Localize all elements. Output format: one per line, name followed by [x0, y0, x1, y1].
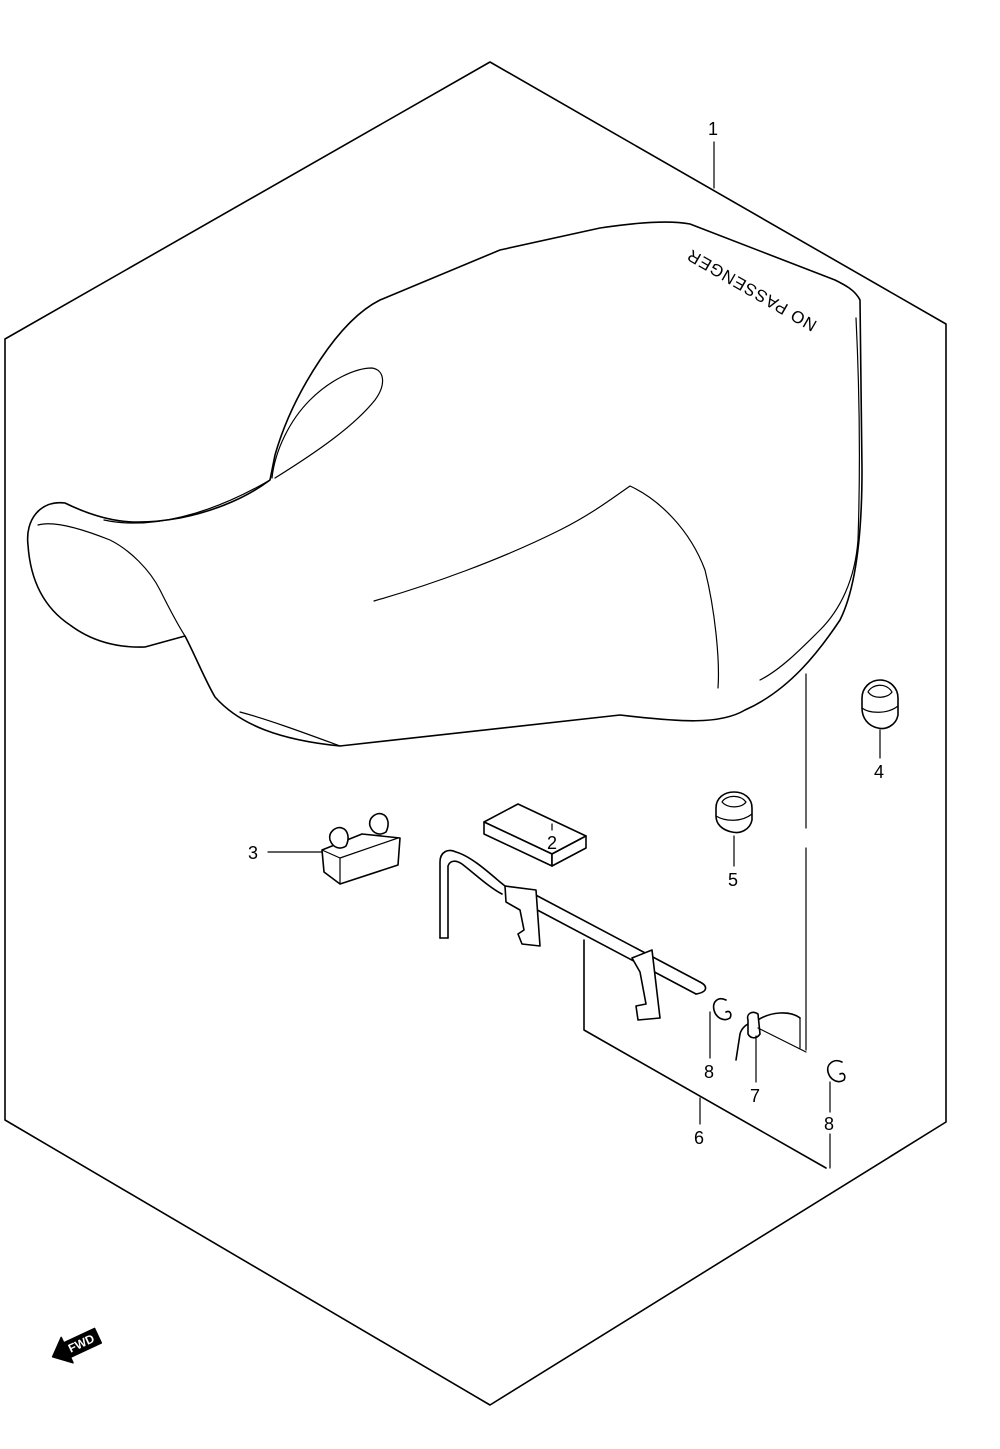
part-8-clip-b	[826, 1059, 846, 1083]
part-2-pad	[483, 803, 587, 867]
part-3-bracket	[321, 812, 401, 885]
fwd-arrow-icon: FWD	[51, 1327, 103, 1364]
hexagon-frame	[4, 61, 947, 1406]
part-6-lock-rod	[439, 849, 827, 1169]
callout-8a: 8	[704, 1062, 714, 1082]
seat-center-crease	[103, 479, 271, 524]
callout-5: 5	[728, 870, 738, 890]
seat-saddle-line	[373, 485, 720, 689]
part-7-hook	[735, 1011, 807, 1061]
callout-1: 1	[708, 119, 718, 139]
callout-3: 3	[248, 843, 258, 863]
callout-2: 2	[547, 833, 557, 853]
seat-outline	[26, 221, 863, 747]
callout-4: 4	[874, 762, 884, 782]
callout-6: 6	[694, 1128, 704, 1148]
seat-assembly: NO PASSENGER	[26, 221, 863, 747]
callout-8b: 8	[824, 1114, 834, 1134]
part-5-cap	[715, 791, 753, 834]
seat-front-scoop	[271, 367, 384, 479]
part-8-clip-a	[712, 997, 732, 1021]
no-passenger-stamp: NO PASSENGER	[683, 245, 820, 335]
seat-rear-edge-line	[759, 317, 860, 681]
seat-left-bolster	[37, 523, 186, 637]
part-4-cap	[861, 679, 899, 730]
seat-bottom-edge	[239, 711, 341, 747]
callout-7: 7	[750, 1086, 760, 1106]
